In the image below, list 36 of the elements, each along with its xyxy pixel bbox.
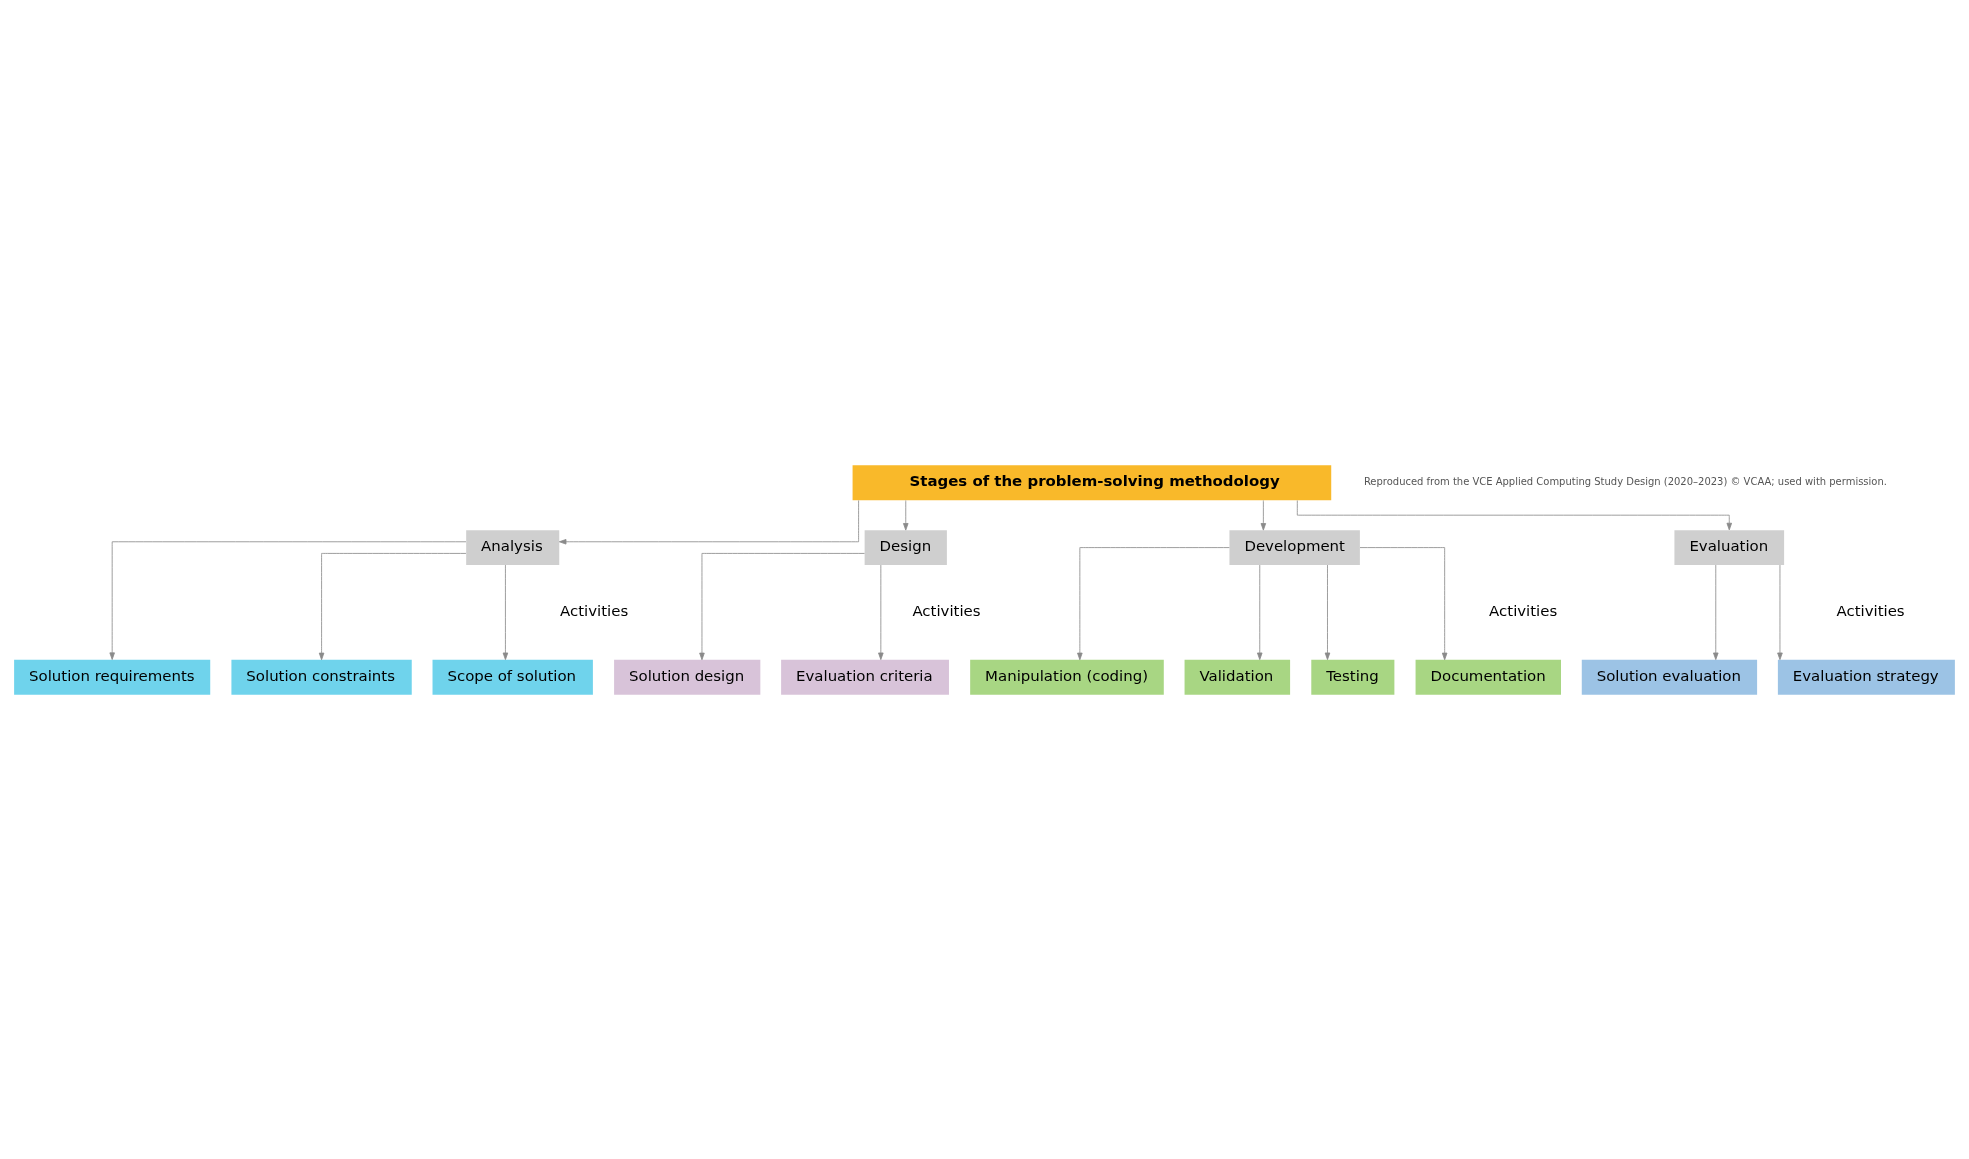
node-box: Evaluation strategy: [1777, 659, 1955, 695]
node-box: Solution constraints: [231, 659, 412, 695]
node-box: Evaluation criteria: [781, 659, 949, 695]
arrow: [1359, 546, 1448, 660]
arrow: [1324, 564, 1331, 660]
node-box: Solution requirements: [14, 659, 211, 695]
arrow: [1260, 499, 1267, 531]
node-box: Documentation: [1415, 659, 1561, 695]
arrow: [878, 564, 884, 660]
arrow: [1077, 546, 1230, 660]
node-box: Manipulation (coding): [970, 659, 1164, 695]
label: Reproduced from the VCE Applied Computing Study Design (2020–2023) © VCAA; used with permission.: [1363, 475, 1887, 487]
arrow: [1257, 564, 1263, 660]
node-box: Solution evaluation: [1581, 659, 1758, 695]
arrow: [1296, 499, 1732, 530]
node-box: Development: [1229, 529, 1360, 565]
node-box: Design: [864, 529, 947, 565]
arrow: [109, 540, 467, 660]
arrow: [699, 552, 865, 660]
label: Activities: [560, 601, 629, 620]
node-box: Solution design: [614, 659, 761, 695]
node-box: Testing: [1311, 659, 1395, 695]
arrow: [502, 564, 509, 660]
node-box: Stages of the problem-solving methodology: [852, 464, 1332, 500]
node-box: Evaluation: [1674, 529, 1785, 565]
arrow: [1713, 564, 1719, 660]
node-box: Scope of solution: [432, 659, 593, 695]
arrow: [1777, 564, 1783, 660]
node-box: Validation: [1184, 659, 1291, 695]
arrow: [558, 499, 860, 544]
arrow: [903, 499, 909, 531]
label: Activities: [1489, 601, 1558, 620]
arrow: [318, 552, 467, 660]
node-box: Analysis: [466, 529, 560, 565]
label: Activities: [912, 601, 981, 620]
label: Activities: [1836, 601, 1905, 620]
